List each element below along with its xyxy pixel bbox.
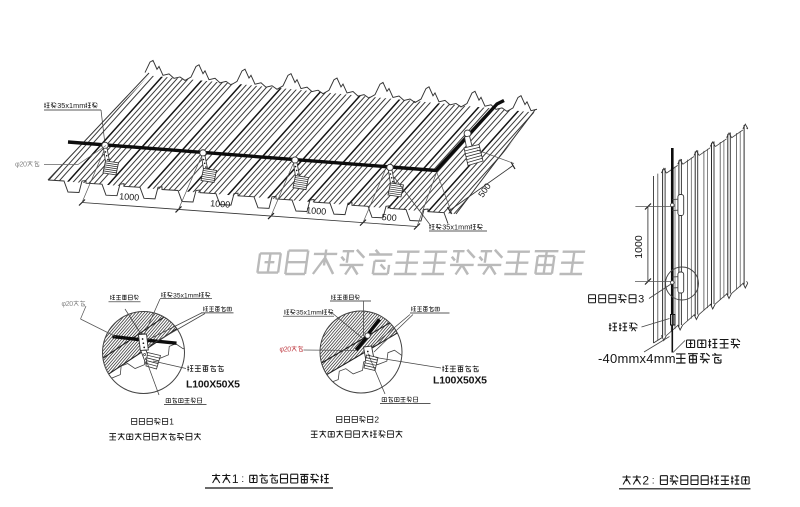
svg-text:φ20: φ20 — [280, 346, 292, 353]
svg-text:1: 1 — [232, 472, 239, 486]
svg-text:2: 2 — [374, 415, 379, 425]
svg-text:φ20: φ20 — [15, 160, 27, 169]
svg-text:φ20: φ20 — [62, 301, 74, 308]
svg-text:35x1mm: 35x1mm — [442, 223, 470, 232]
svg-text:L100X50X5: L100X50X5 — [186, 379, 240, 391]
svg-text:35x1mm: 35x1mm — [173, 292, 199, 299]
svg-text:35x1mm: 35x1mm — [57, 101, 85, 110]
svg-text:3: 3 — [638, 294, 644, 306]
svg-text:-40mmx4mm: -40mmx4mm — [598, 351, 676, 366]
svg-text:1000: 1000 — [210, 198, 231, 209]
svg-text:L100X50X5: L100X50X5 — [433, 375, 487, 387]
svg-text:2: 2 — [642, 474, 649, 488]
svg-text:1: 1 — [169, 417, 174, 427]
svg-text:1000: 1000 — [306, 205, 327, 216]
svg-text:35x1mm: 35x1mm — [296, 310, 322, 317]
svg-text:1000: 1000 — [119, 191, 140, 202]
svg-text:1000: 1000 — [633, 235, 645, 259]
svg-text:500: 500 — [381, 212, 397, 223]
